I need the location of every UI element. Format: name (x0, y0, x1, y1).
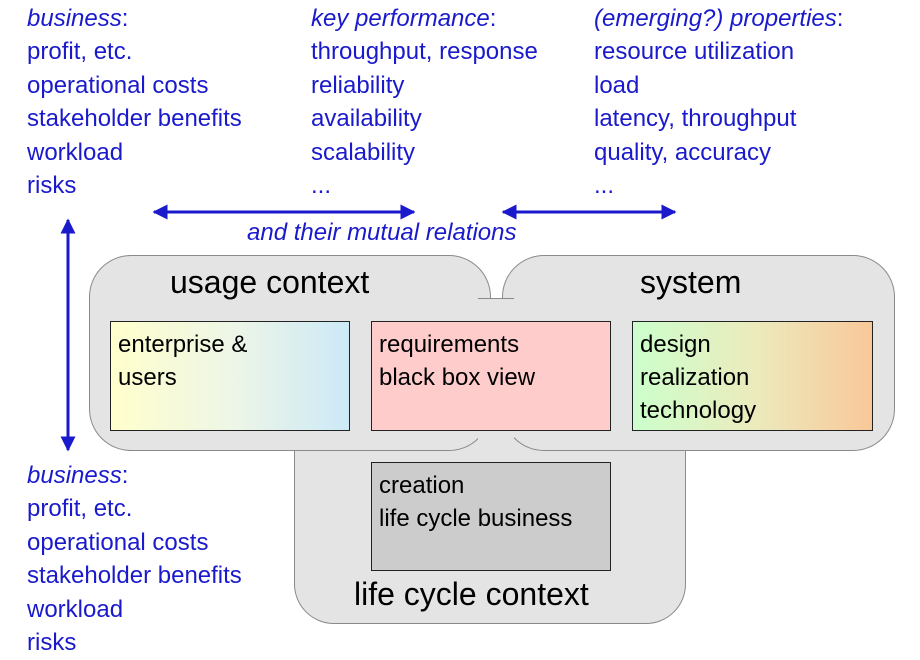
list-item: throughput, response (311, 38, 538, 66)
life-cycle-context-title: life cycle context (354, 576, 589, 612)
list-item: risks (27, 629, 77, 657)
list-item: workload (27, 595, 124, 623)
top-left-business-list: business: profit, etc. operational costs… (27, 2, 242, 202)
enterprise-users-box: enterprise & users (110, 321, 350, 431)
list-item: operational costs (27, 71, 209, 99)
usage-context-title: usage context (170, 264, 370, 300)
list-item: quality, accuracy (594, 138, 771, 166)
bottom-left-business-list: business: profit, etc. operational costs… (27, 459, 242, 659)
list-item: risks (27, 172, 77, 200)
emerging-properties-heading: (emerging?) properties (594, 5, 837, 32)
creation-box: creation life cycle business (371, 462, 611, 571)
list-item: resource utilization (594, 38, 795, 66)
list-item: operational costs (27, 528, 209, 556)
list-item: latency, throughput (594, 105, 797, 133)
list-item: profit, etc. (27, 38, 133, 66)
list-item: profit, etc. (27, 495, 133, 523)
list-item: stakeholder benefits (27, 105, 242, 133)
relations-label: and their mutual relations (247, 219, 517, 246)
design-box: design realization technology (632, 321, 873, 431)
list-item: scalability (311, 138, 416, 166)
list-item: ... (594, 172, 615, 200)
list-item: availability (311, 105, 422, 133)
requirements-box: requirements black box view (371, 321, 611, 431)
list-item: stakeholder benefits (27, 562, 242, 590)
key-performance-list: key performance: throughput, response re… (311, 2, 538, 202)
list-item: workload (27, 138, 124, 166)
business-heading: business (27, 462, 122, 489)
list-item: load (594, 71, 640, 99)
system-title: system (640, 264, 742, 300)
key-performance-heading: key performance (311, 5, 490, 32)
list-item: reliability (311, 71, 405, 99)
list-item: ... (311, 172, 332, 200)
business-heading: business (27, 5, 122, 32)
emerging-properties-list: (emerging?) properties: resource utiliza… (594, 2, 843, 202)
